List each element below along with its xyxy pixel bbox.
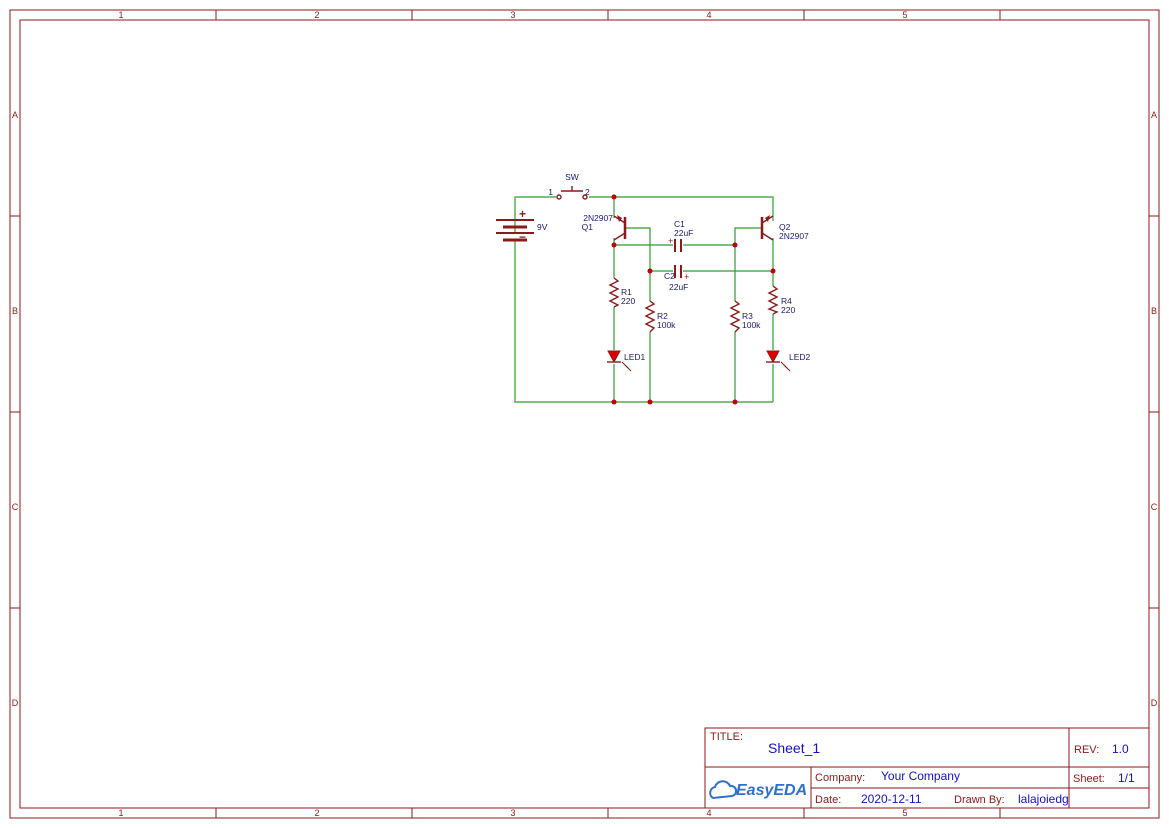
r3-resistor-symbol[interactable]: R3 100k [729,300,761,333]
date-value: 2020-12-11 [861,792,922,806]
r1-resistor-symbol[interactable]: R1 220 [608,277,635,308]
easyeda-logo: EasyEDA [709,780,807,800]
junction-dot [611,399,617,405]
c1-value-label: 22uF [674,228,693,238]
zone-col-label: 1 [118,10,123,20]
led2-symbol[interactable]: LED2 [766,350,811,372]
zone-col-label: 1 [118,808,123,818]
switch-pin1-label: 1 [548,187,553,197]
q1-ref-label: Q1 [582,222,594,232]
led2-ref-label: LED2 [789,352,811,362]
zone-col-label: 2 [314,10,319,20]
q1-part-label: 2N2907 [583,213,613,223]
junction-dot [611,242,617,248]
led1-symbol[interactable]: LED1 [607,350,646,372]
r4-resistor-symbol[interactable]: R4 220 [767,285,795,315]
c2-value-label: 22uF [669,282,688,292]
r2-resistor-symbol[interactable]: R2 100k [644,300,676,333]
q1-transistor-symbol[interactable]: 2N2907 Q1 [582,213,627,241]
zone-row-labels-right: A B C D [1151,110,1158,708]
zone-col-label: 2 [314,808,319,818]
c1-ref-label: C1 [674,219,685,229]
r3-ref-label: R3 [742,311,753,321]
c1-plus-sign: + [668,236,673,246]
junction-dot [770,268,776,274]
battery-symbol[interactable]: + − 9V [496,207,548,244]
zone-col-label: 4 [706,10,711,20]
date-label: Date: [815,794,841,806]
battery-value-label: 9V [537,222,548,232]
c2-capacitor-symbol[interactable]: + C2 22uF [664,265,689,292]
switch-pin2-label: 2 [585,187,590,197]
wires [514,196,774,403]
zone-row-label: A [12,110,18,120]
zone-col-label: 4 [706,808,711,818]
junction-dot [611,194,617,200]
minus-sign: − [519,230,526,244]
zone-row-label: B [12,306,18,316]
zone-col-label: 5 [902,808,907,818]
logo-text: EasyEDA [736,782,807,799]
zone-col-label: 3 [510,10,515,20]
r1-ref-label: R1 [621,287,632,297]
zone-col-label: 5 [902,10,907,20]
c2-ref-label: C2 [664,271,675,281]
zone-column-labels-bottom: 1 2 3 4 5 [118,808,907,818]
company-value: Your Company [881,769,960,783]
junctions [611,194,776,405]
rev-label: REV: [1074,744,1099,756]
junction-dot [647,268,653,274]
q2-transistor-symbol[interactable]: Q2 2N2907 [760,215,809,241]
zone-col-label: 3 [510,808,515,818]
q2-ref-label: Q2 [779,222,791,232]
sheet-frame [9,9,1160,819]
plus-sign: + [519,207,526,221]
junction-dot [732,399,738,405]
zone-row-label: C [12,502,19,512]
c1-capacitor-symbol[interactable]: + C1 22uF [668,219,693,252]
title-label: TITLE: [710,731,743,743]
c2-plus-sign: + [684,272,689,282]
drawn-by-value: lalajoiedg [1018,792,1069,806]
r1-value-label: 220 [621,296,635,306]
r4-ref-label: R4 [781,296,792,306]
r2-value-label: 100k [657,320,676,330]
sheet-number-value: 1/1 [1118,771,1135,785]
company-label: Company: [815,772,865,784]
junction-dot [732,242,738,248]
zone-row-label: B [1151,306,1157,316]
sheet-number-label: Sheet: [1073,773,1105,785]
zone-row-label: C [1151,502,1158,512]
drawn-by-label: Drawn By: [954,794,1005,806]
r4-value-label: 220 [781,305,795,315]
zone-row-label: D [1151,698,1158,708]
sheet-title: Sheet_1 [768,740,820,756]
zone-row-label: D [12,698,19,708]
q2-part-label: 2N2907 [779,231,809,241]
zone-row-labels-left: A B C D [12,110,19,708]
r2-ref-label: R2 [657,311,668,321]
r3-value-label: 100k [742,320,761,330]
rev-value: 1.0 [1112,742,1129,756]
title-block: TITLE: Sheet_1 REV: 1.0 Company: Your Co… [704,727,1150,809]
zone-row-label: A [1151,110,1157,120]
cloud-icon [709,780,738,800]
junction-dot [647,399,653,405]
led1-ref-label: LED1 [624,352,646,362]
switch-ref-label: SW [565,172,579,182]
zone-column-labels-top: 1 2 3 4 5 [118,10,907,20]
push-switch-symbol[interactable]: SW 1 2 [548,172,590,200]
